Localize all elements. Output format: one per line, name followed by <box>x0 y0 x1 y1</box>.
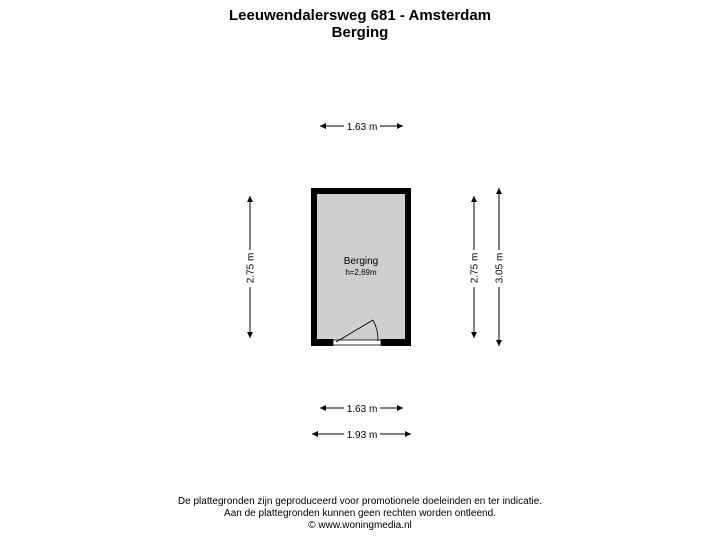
dim-bottom-width-label: 1.63 m <box>347 404 378 415</box>
dim-bottom-outer-width-label: 1.93 m <box>347 430 378 441</box>
room-walls <box>311 188 411 346</box>
room-name-label: Berging <box>344 256 378 267</box>
floor-title: Berging <box>331 24 389 41</box>
address-title: Leeuwendalersweg 681 - Amsterdam <box>228 7 492 24</box>
copyright-line: © www.woningmedia.nl <box>308 520 412 531</box>
dim-right-depth-label: 2.75 m <box>470 253 481 284</box>
disclaimer-line-2: Aan de plattegronden kunnen geen rechten… <box>224 508 496 519</box>
room-height-label: h=2,69m <box>345 268 377 277</box>
dim-bottom-width: 1.63 m <box>320 404 403 415</box>
dim-right-outer-depth: 3.05 m <box>495 188 506 346</box>
dim-left-depth: 2.75 m <box>246 196 257 338</box>
dim-left-depth-label: 2.75 m <box>246 253 257 284</box>
disclaimer-line-1: De plattegronden zijn geproduceerd voor … <box>177 496 543 507</box>
dim-bottom-outer-width: 1.93 m <box>312 430 411 441</box>
door <box>332 319 382 346</box>
dim-right-outer-depth-label: 3.05 m <box>495 253 506 284</box>
dim-top-width: 1.63 m <box>320 122 403 133</box>
dim-right-depth: 2.75 m <box>470 196 481 338</box>
dim-top-width-label: 1.63 m <box>347 122 378 133</box>
room-floor <box>316 193 406 343</box>
